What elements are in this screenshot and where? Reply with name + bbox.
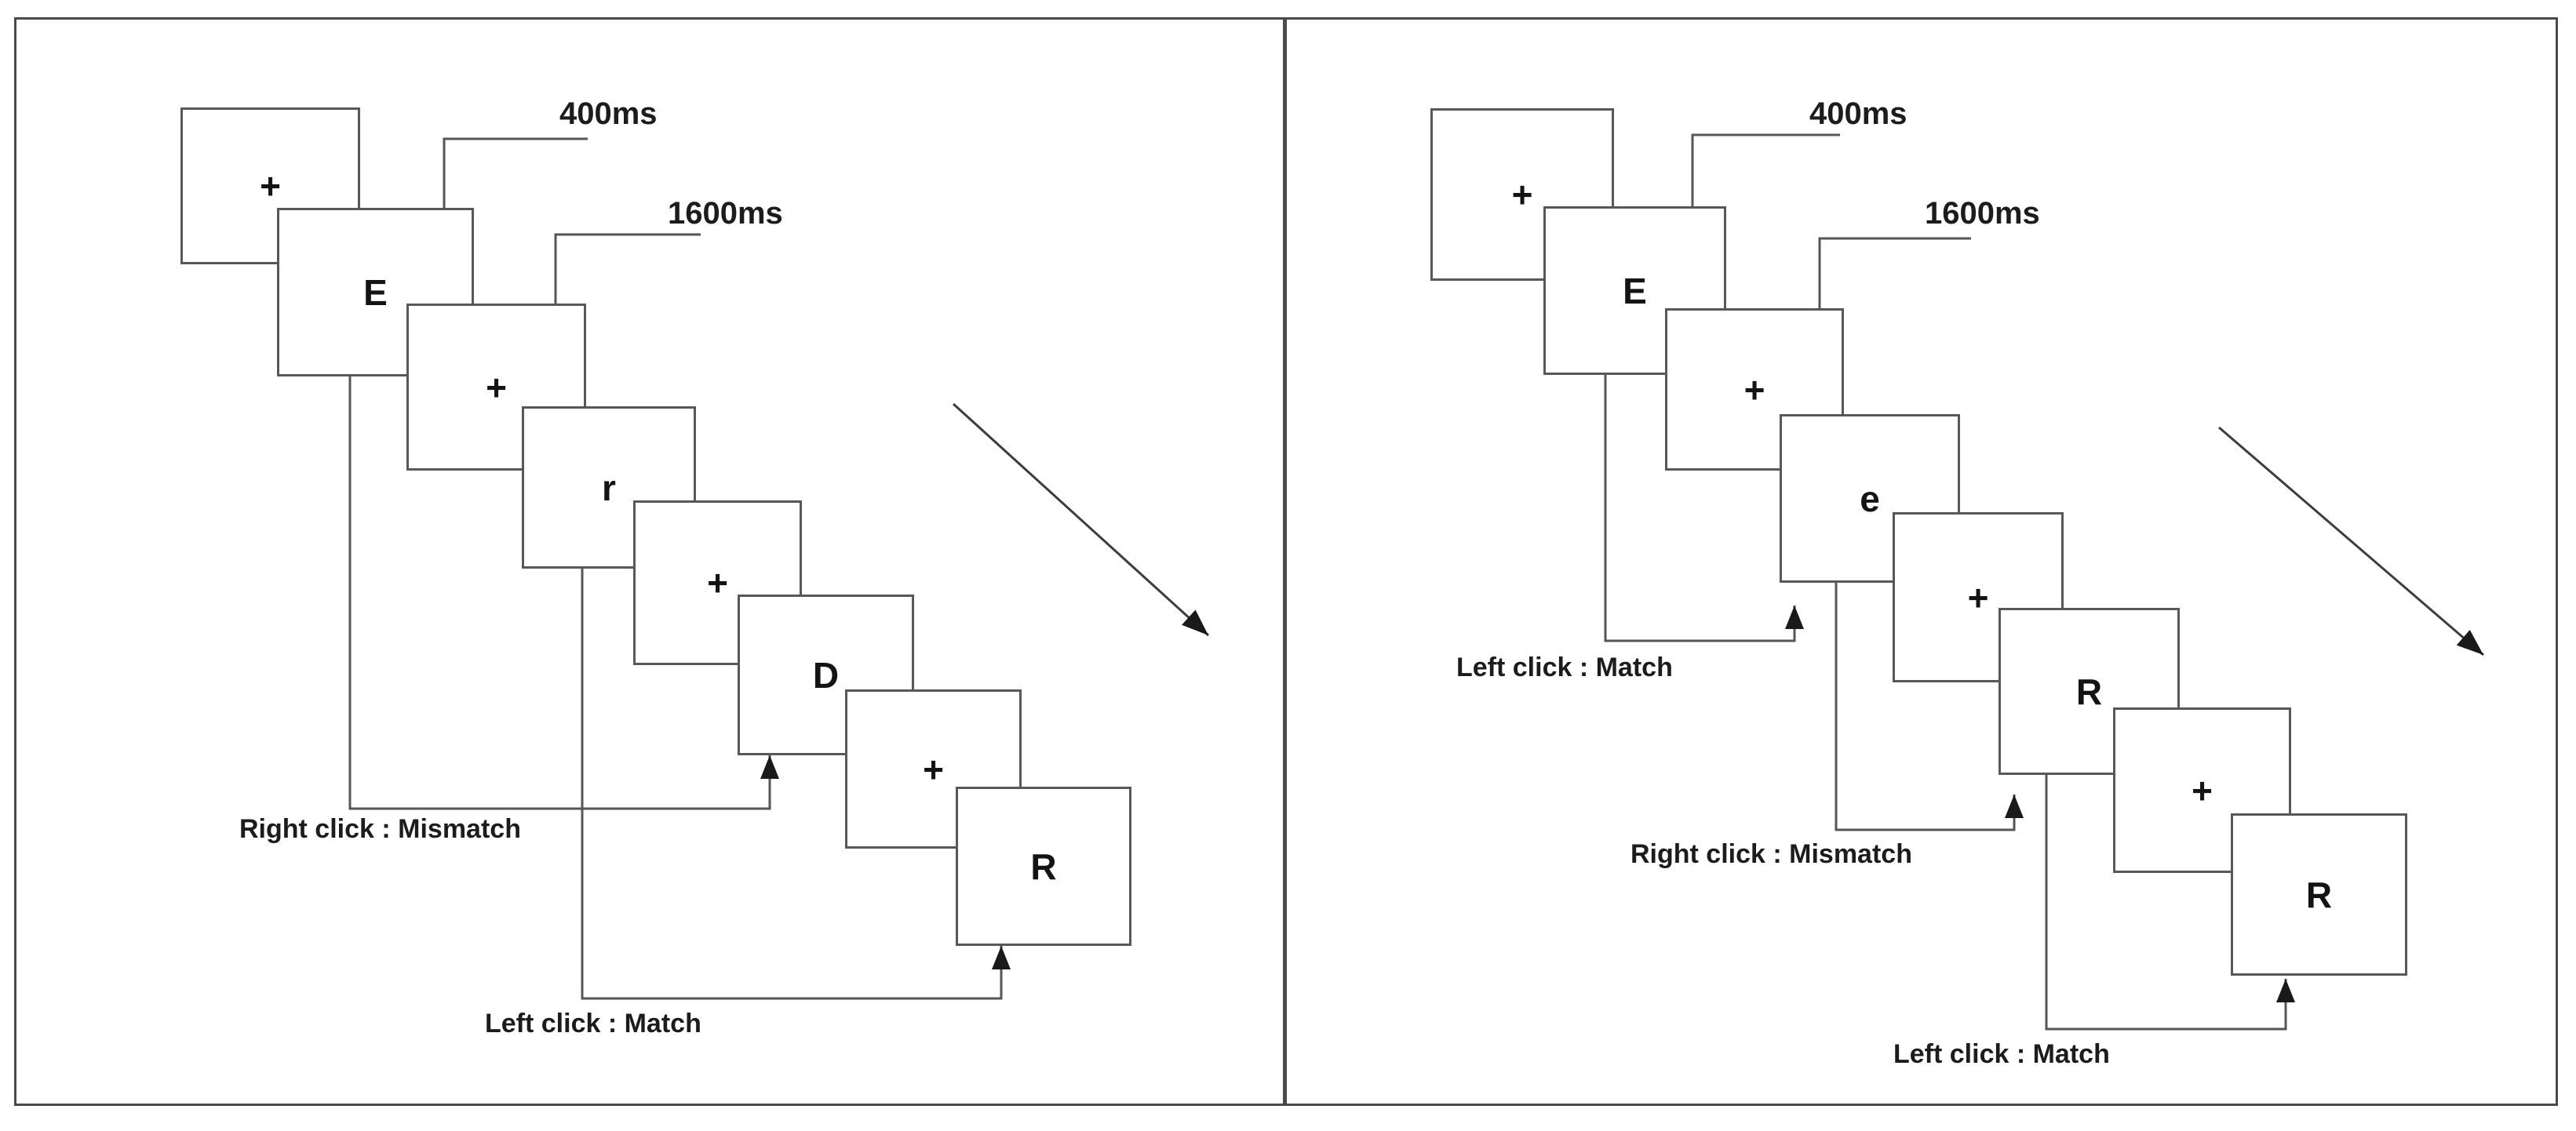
panel-divider	[1283, 17, 1287, 1106]
response-mapping-label: Right click : Mismatch	[1630, 839, 1912, 869]
stimulus-square: R	[956, 787, 1131, 946]
timing-label: 400ms	[559, 96, 658, 131]
fixation-cross: +	[2192, 769, 2213, 811]
stimulus-letter: E	[1623, 270, 1647, 311]
fixation-cross: +	[486, 366, 507, 408]
stimulus-letter: e	[1860, 478, 1880, 519]
response-mapping-label: Left click : Match	[485, 1009, 701, 1038]
stimulus-letter: R	[1030, 846, 1057, 887]
fixation-cross: +	[1511, 174, 1533, 215]
fixation-cross: +	[1743, 369, 1765, 410]
stimulus-letter: E	[363, 271, 388, 313]
timing-label: 400ms	[1809, 96, 1907, 131]
fixation-square: +	[1430, 108, 1614, 281]
fixation-cross: +	[923, 748, 944, 790]
stimulus-letter: r	[602, 467, 616, 508]
stimulus-letter: R	[2305, 874, 2333, 915]
fixation-cross: +	[1967, 576, 1989, 618]
fixation-cross: +	[260, 165, 281, 206]
response-mapping-label: Left click : Match	[1456, 653, 1673, 682]
fixation-cross: +	[707, 562, 728, 603]
stimulus-square: R	[2231, 813, 2407, 976]
timing-label: 1600ms	[668, 196, 783, 231]
timing-label: 1600ms	[1925, 196, 2040, 231]
response-mapping-label: Left click : Match	[1893, 1039, 2110, 1069]
response-mapping-label: Right click : Mismatch	[239, 814, 521, 844]
stimulus-letter: R	[2075, 671, 2103, 712]
stimulus-letter: D	[812, 654, 840, 696]
